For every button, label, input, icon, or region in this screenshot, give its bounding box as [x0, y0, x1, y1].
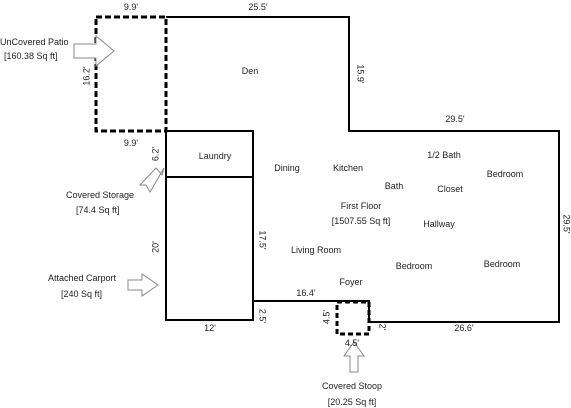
room-half-bath: 1/2 Bath [427, 150, 461, 161]
dim-stoop-side: 4.5' [322, 310, 333, 324]
room-bath: Bath [385, 181, 404, 192]
room-den: Den [242, 66, 259, 77]
dim-stoop-bottom: 4.5' [345, 338, 359, 349]
stoop-callout-area: [20.25 Sq ft] [328, 397, 377, 408]
room-bedroom-1: Bedroom [487, 169, 524, 180]
dim-right-side: 29.5' [561, 214, 571, 233]
carport-callout-area: [240 Sq ft] [61, 289, 102, 300]
dim-carport-side: 20' [151, 241, 162, 253]
uncovered-patio-outline [96, 17, 166, 131]
room-first-floor-area: [1507.55 Sq ft] [332, 216, 391, 227]
patio-arrow [74, 36, 114, 66]
storage-callout-name: Covered Storage [66, 190, 134, 201]
dim-interior-17: 17.5' [257, 230, 268, 249]
room-bedroom-3: Bedroom [484, 259, 521, 270]
room-living-room: Living Room [291, 245, 341, 256]
carport-arrow [128, 274, 158, 296]
dim-stoop-jog: 2' [377, 324, 388, 331]
room-first-floor: First Floor [341, 201, 382, 212]
room-laundry: Laundry [199, 151, 232, 162]
covered-stoop-outline [337, 302, 369, 334]
storage-arrow [140, 168, 164, 192]
dim-storage-side: 6.2' [151, 147, 162, 161]
dim-east-top: 29.5' [445, 114, 464, 125]
room-kitchen: Kitchen [333, 163, 363, 174]
dim-den-top: 25.5' [248, 2, 267, 13]
room-closet: Closet [437, 184, 463, 195]
dim-patio-side: 16.2' [82, 66, 93, 85]
patio-callout-area: [160.38 Sq ft] [4, 51, 58, 62]
dim-front-16: 16.4' [296, 288, 315, 299]
room-bedroom-2: Bedroom [396, 261, 433, 272]
dim-den-right: 15.9' [355, 64, 366, 83]
carport-callout-name: Attached Carport [48, 273, 116, 284]
dim-carport-bottom: 12' [204, 323, 216, 334]
carport-outline [166, 177, 253, 320]
dim-patio-top: 9.9' [124, 2, 138, 13]
room-dining: Dining [274, 163, 300, 174]
dim-patio-bottom: 9.9' [124, 138, 138, 149]
storage-callout-area: [74.4 Sq ft] [76, 205, 120, 216]
room-hallway: Hallway [423, 219, 455, 230]
patio-callout-name: UnCovered Patio [0, 37, 69, 48]
dim-jog-2-5: 2.5' [257, 309, 268, 323]
room-foyer: Foyer [339, 277, 362, 288]
dim-front-26: 26.6' [454, 323, 473, 334]
stoop-callout-name: Covered Stoop [322, 381, 382, 392]
